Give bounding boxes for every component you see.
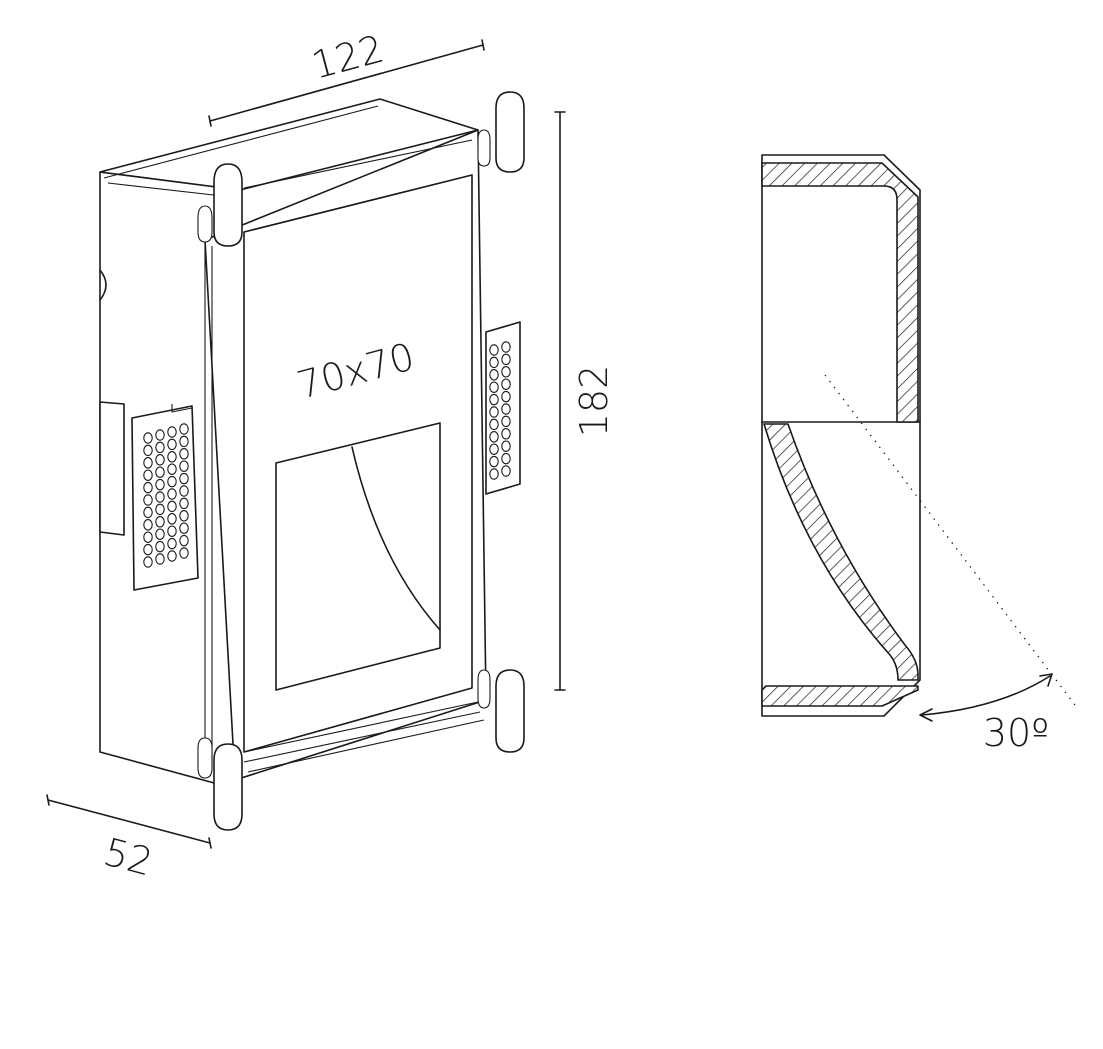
perforation-hole: [489, 344, 499, 356]
perforation-hole: [501, 415, 511, 428]
section-upper-hatch: [761, 162, 919, 423]
angle-arc: [921, 675, 1051, 716]
perforation-hole: [155, 466, 165, 478]
mounting-tab-bottom-left: [213, 743, 243, 831]
perforation-hole: [179, 485, 189, 497]
perforation-hole: [155, 528, 165, 540]
perforation-hole: [179, 460, 189, 472]
depth-label: 52: [99, 830, 157, 885]
mounting-tab-top-right: [495, 91, 525, 173]
side-clip-left-plate: [131, 405, 199, 591]
perforation-hole: [167, 463, 177, 475]
perforation-hole: [179, 448, 189, 460]
section-outline: [761, 154, 921, 717]
perforation-hole: [143, 556, 153, 568]
perforation-hole: [501, 353, 511, 366]
perforation-hole: [167, 513, 177, 525]
perforation-hole: [167, 451, 177, 463]
width-dimension-line: [209, 44, 484, 122]
aperture-reflector-curve: [351, 446, 441, 631]
perforation-hole: [167, 475, 177, 488]
section-lower-hatch: [761, 685, 919, 707]
section-reflector-hatch: [763, 423, 919, 681]
perforation-hole: [501, 366, 511, 378]
side-clip-right-holes: [489, 341, 511, 480]
perforation-hole: [179, 534, 189, 547]
perforation-hole: [155, 441, 165, 454]
perforation-hole: [501, 390, 511, 403]
section-view: [761, 154, 1076, 722]
beam-axis-line: [824, 374, 1076, 706]
perforation-hole: [155, 516, 165, 528]
depth-dimension-line: [47, 799, 211, 844]
perforation-hole: [489, 418, 499, 431]
perforation-hole: [167, 537, 177, 550]
perforation-hole: [155, 503, 165, 516]
perforation-hole: [167, 500, 177, 513]
perforation-hole: [179, 522, 189, 534]
perforation-hole: [489, 468, 499, 480]
perforation-hole: [167, 550, 177, 562]
perforation-hole: [501, 428, 511, 440]
perforation-hole: [489, 406, 499, 418]
perforation-hole: [155, 454, 165, 466]
perforation-hole: [489, 455, 499, 468]
perforation-hole: [489, 393, 499, 406]
perforation-hole: [155, 553, 165, 565]
perforation-hole: [155, 429, 165, 441]
perforation-hole: [167, 525, 177, 537]
perforation-hole: [489, 431, 499, 443]
isometric-view: [99, 91, 525, 831]
perforation-hole: [143, 457, 153, 469]
aperture-square: [275, 422, 441, 691]
width-label: 122: [307, 26, 388, 87]
perforation-hole: [143, 432, 153, 444]
perforation-hole: [179, 510, 189, 522]
perforation-hole: [179, 435, 189, 448]
perforation-hole: [501, 341, 511, 353]
mounting-tab-bottom-right: [495, 669, 525, 753]
perforation-hole: [143, 494, 153, 506]
dimension-lines: [46, 39, 566, 849]
side-clip-left-base: [99, 401, 125, 536]
perforation-hole: [489, 356, 499, 369]
angle-label: 30º: [983, 711, 1049, 755]
perforation-hole: [501, 465, 511, 477]
mounting-tab-top-left: [213, 163, 243, 247]
perforation-hole: [143, 506, 153, 519]
perforation-hole: [501, 378, 511, 390]
perforation-hole: [143, 469, 153, 481]
perforation-hole: [143, 444, 153, 457]
perforation-hole: [489, 443, 499, 455]
perforation-hole: [501, 452, 511, 465]
perforation-hole: [143, 543, 153, 556]
perforation-hole: [179, 423, 189, 435]
perforation-hole: [179, 472, 189, 485]
perforation-hole: [155, 491, 165, 503]
height-label: 182: [572, 365, 616, 438]
perforation-hole: [167, 426, 177, 438]
perforation-hole: [155, 478, 165, 491]
side-clip-left-holes: [143, 423, 189, 568]
perforation-hole: [167, 438, 177, 451]
perforation-hole: [489, 369, 499, 381]
perforation-hole: [167, 488, 177, 500]
perforation-hole: [143, 531, 153, 543]
perforation-hole: [179, 497, 189, 510]
perforation-hole: [155, 540, 165, 553]
perforation-hole: [501, 403, 511, 415]
perforation-hole: [501, 440, 511, 452]
perforation-hole: [143, 519, 153, 531]
perforation-hole: [489, 381, 499, 393]
perforation-hole: [143, 481, 153, 494]
perforation-hole: [179, 547, 189, 559]
